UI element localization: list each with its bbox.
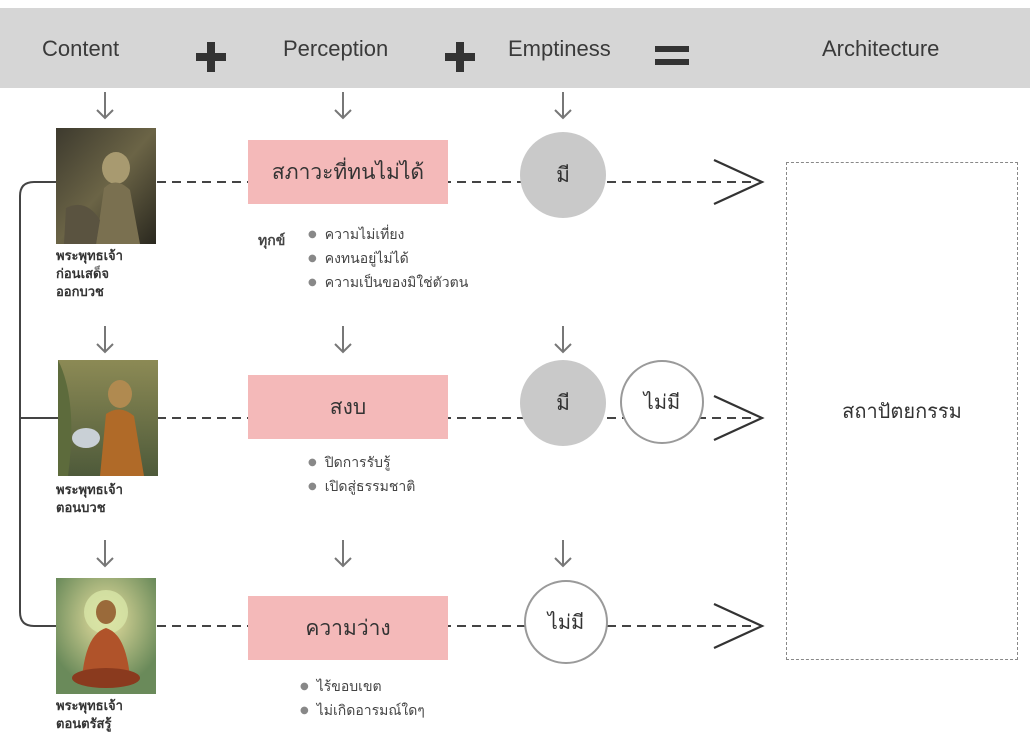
row1-caption: พระพุทธเจ้า ก่อนเสด็จ ออกบวช — [56, 248, 123, 302]
caption-line: พระพุทธเจ้า — [56, 249, 123, 264]
bullet-item: ไม่เกิดอารมณ์ใดๆ — [300, 700, 425, 724]
bullet-item: ปิดการรับรู้ — [308, 452, 415, 476]
perception-box-calm: สงบ — [248, 375, 448, 439]
emptiness-has: มี — [520, 132, 606, 218]
row2-caption: พระพุทธเจ้า ตอนบวช — [56, 482, 123, 518]
caption-line: ตอนตรัสรู้ — [56, 717, 112, 732]
emptiness-none: ไม่มี — [524, 580, 608, 664]
bullet-item: เปิดสู่ธรรมชาติ — [308, 476, 416, 500]
equals-icon — [655, 46, 689, 68]
emptiness-none: ไม่มี — [620, 360, 704, 444]
left-bracket — [19, 181, 52, 627]
dukkha-label: ทุกข์ — [258, 233, 286, 249]
buddha-ordained-image — [58, 360, 158, 476]
row2-bullets: ปิดการรับรู้ เปิดสู่ธรรมชาติ — [308, 452, 416, 500]
perception-box-emptiness: ความว่าง — [248, 596, 448, 660]
bullet-item: ความเป็นของมิใช่ตัวตน — [308, 272, 469, 296]
caption-line: ออกบวช — [56, 285, 104, 300]
caption-line: ก่อนเสด็จ — [56, 267, 110, 282]
chevron-right-icon — [713, 159, 765, 205]
row1-bullets: ความไม่เที่ยง คงทนอยู่ไม่ได้ ความเป็นของ… — [308, 224, 469, 296]
header-perception: Perception — [283, 36, 389, 61]
plus-icon — [196, 42, 226, 72]
row3-bullets: ไร้ขอบเขต ไม่เกิดอารมณ์ใดๆ — [300, 676, 425, 724]
emptiness-has: มี — [520, 360, 606, 446]
plus-icon — [445, 42, 475, 72]
bullet-item: ความไม่เที่ยง — [308, 224, 468, 248]
header-bar: Content Perception Emptiness Architectur… — [0, 8, 1030, 88]
buddha-before-ordination-image — [56, 128, 156, 244]
bullet-item: คงทนอยู่ไม่ได้ — [308, 248, 468, 272]
chevron-right-icon — [713, 603, 765, 649]
caption-line: พระพุทธเจ้า — [56, 483, 123, 498]
architecture-result-label: สถาปัตยกรรม — [842, 399, 962, 423]
perception-box-suffering: สภาวะที่ทนไม่ได้ — [248, 140, 448, 204]
header-content: Content — [42, 36, 120, 61]
chevron-right-icon — [713, 395, 765, 441]
bullet-item: ไร้ขอบเขต — [300, 676, 425, 700]
header-emptiness: Emptiness — [508, 36, 611, 61]
architecture-result-box: สถาปัตยกรรม — [786, 162, 1018, 660]
row3-caption: พระพุทธเจ้า ตอนตรัสรู้ — [56, 698, 123, 734]
down-arrows — [96, 92, 572, 568]
caption-line: ตอนบวช — [56, 501, 106, 516]
caption-line: พระพุทธเจ้า — [56, 699, 123, 714]
header-architecture: Architecture — [822, 36, 940, 61]
buddha-enlightened-image — [56, 578, 156, 694]
